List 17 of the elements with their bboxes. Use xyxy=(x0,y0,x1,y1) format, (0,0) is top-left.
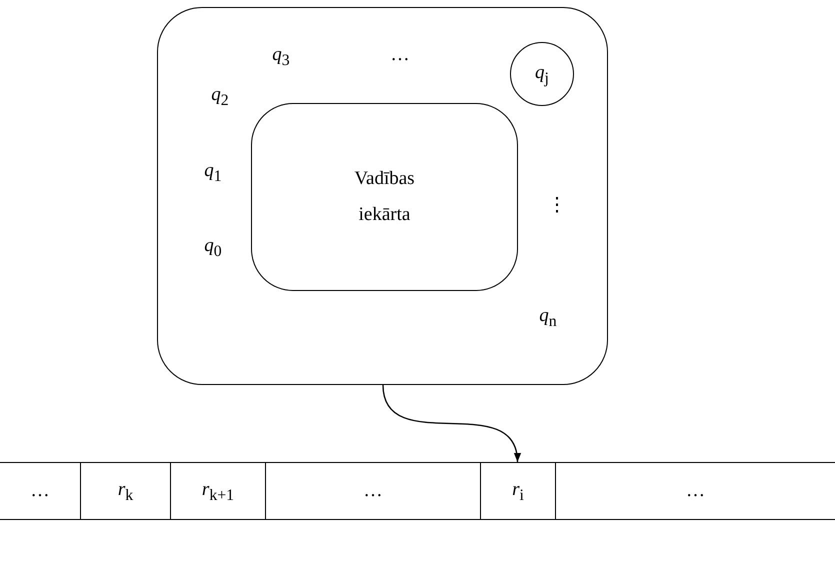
tape-cell: r$_{k}$ xyxy=(80,462,170,520)
tape-cell: r$_{i}$ xyxy=(480,462,555,520)
tape-cell: … xyxy=(555,462,835,520)
state-label: q$_{1}$ xyxy=(204,160,222,186)
tape-cell: r$_{k+1}$ xyxy=(170,462,265,520)
control-unit-box: Vadības iekārta xyxy=(251,103,518,291)
state-label: ⋮ xyxy=(548,194,566,217)
state-label: q$_{2}$ xyxy=(211,84,229,110)
tape-cell: … xyxy=(265,462,480,520)
state-circle: q$_{j}$ xyxy=(510,42,574,106)
control-unit-box xyxy=(157,7,608,385)
tape-cell: … xyxy=(0,462,80,520)
arrow xyxy=(382,384,520,462)
state-label: q$_{3}$ xyxy=(272,44,290,70)
state-label: q$_{n}$ xyxy=(539,305,557,331)
state-label: q$_{0}$ xyxy=(204,235,222,261)
state-label: … xyxy=(390,44,410,66)
